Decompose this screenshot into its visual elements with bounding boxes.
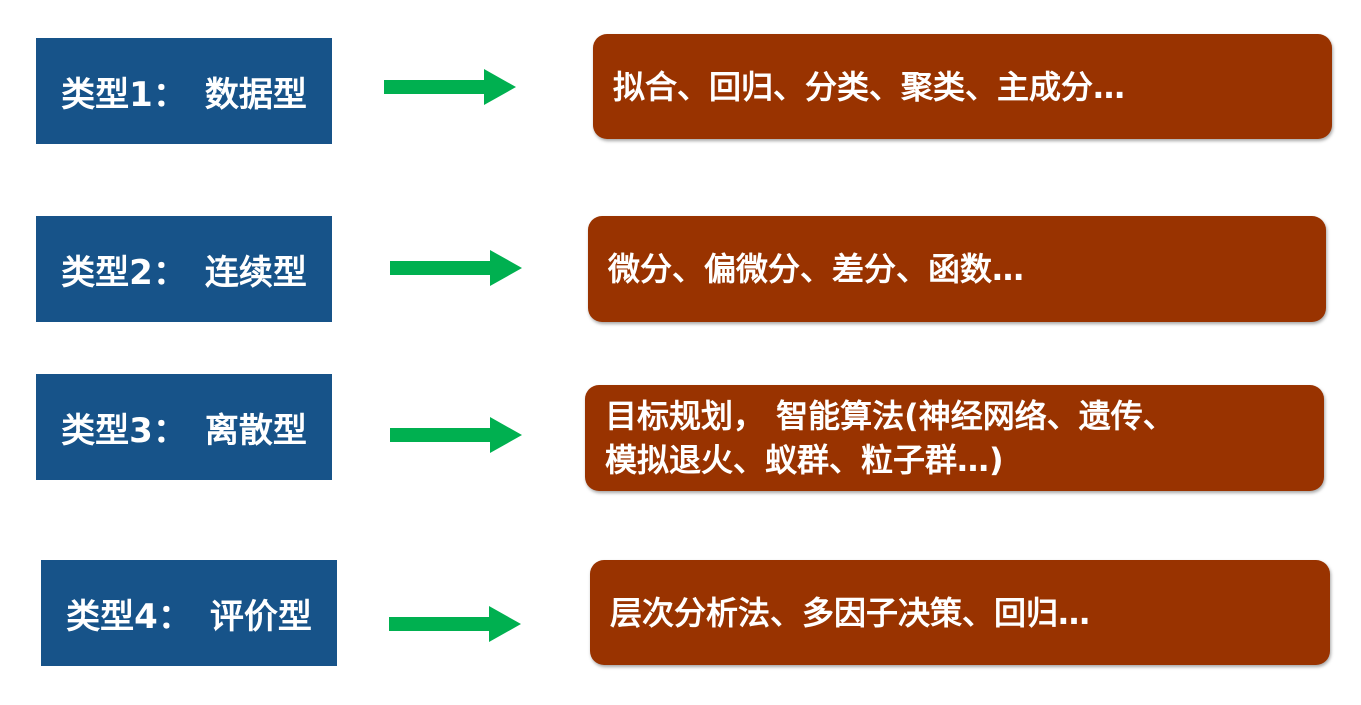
type-box-evaluation: 类型4： 评价型 [41, 560, 337, 666]
methods-box-discrete: 目标规划， 智能算法(神经网络、遗传、 模拟退火、蚁群、粒子群…) [585, 385, 1324, 491]
methods-box-evaluation: 层次分析法、多因子决策、回归… [590, 560, 1330, 665]
methods-text: 微分、偏微分、差分、函数… [608, 250, 1025, 288]
type-label: 类型2： [61, 252, 187, 293]
type-name: 连续型 [204, 252, 307, 293]
type-box-data: 类型1： 数据型 [36, 38, 332, 144]
type-label: 类型4： [66, 596, 192, 637]
right-arrow-icon [390, 417, 522, 453]
methods-text: 层次分析法、多因子决策、回归… [610, 593, 1091, 632]
methods-box-data: 拟合、回归、分类、聚类、主成分… [593, 34, 1332, 139]
type-label: 类型3： [61, 410, 187, 451]
right-arrow-icon [389, 606, 521, 642]
right-arrow-icon [390, 250, 522, 286]
type-name: 离散型 [204, 410, 307, 451]
type-box-continuous: 类型2： 连续型 [36, 216, 332, 322]
type-box-discrete: 类型3： 离散型 [36, 374, 332, 480]
right-arrow-icon [384, 69, 516, 105]
methods-text-line-2: 模拟退火、蚁群、粒子群…) [605, 441, 1004, 479]
methods-text: 拟合、回归、分类、聚类、主成分… [613, 67, 1126, 106]
type-label: 类型1： [61, 74, 187, 115]
type-name: 评价型 [209, 596, 312, 637]
methods-box-continuous: 微分、偏微分、差分、函数… [588, 216, 1326, 322]
type-name: 数据型 [204, 74, 307, 115]
methods-text-line-1: 目标规划， 智能算法(神经网络、遗传、 [605, 397, 1175, 435]
